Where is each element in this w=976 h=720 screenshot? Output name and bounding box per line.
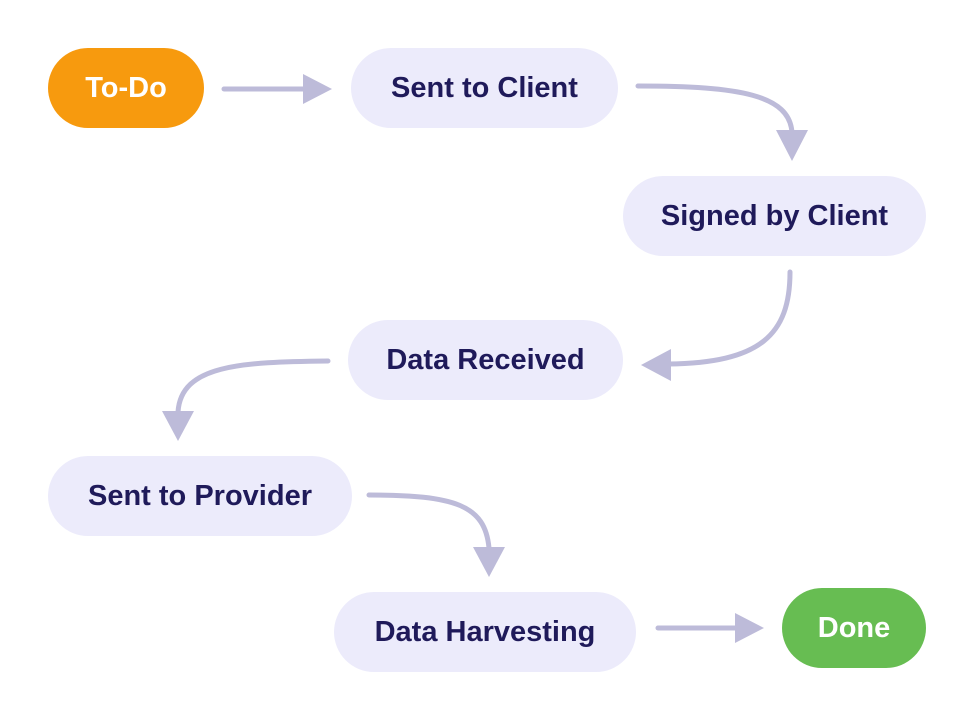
edge-signed-by-client-to-data-received <box>641 269 793 381</box>
node-label: Data Received <box>386 343 585 376</box>
node-label: Signed by Client <box>660 199 889 232</box>
edge-data-received-to-sent-to-provider <box>162 358 331 441</box>
node-label: Sent to Client <box>391 71 578 104</box>
edge-todo-to-sent-to-client <box>221 74 332 104</box>
node-label: Sent to Provider <box>88 479 312 512</box>
node-label: Done <box>817 611 891 644</box>
node-data-harvesting: Data Harvesting <box>334 592 636 672</box>
node-data-received: Data Received <box>348 320 623 400</box>
edge-sent-to-client-to-signed-by-client <box>635 83 808 161</box>
node-to-do: To-Do <box>48 48 204 128</box>
node-label: Data Harvesting <box>374 615 596 648</box>
node-label: To-Do <box>85 71 167 104</box>
edge-data-harvesting-to-done <box>655 613 764 643</box>
node-sent-to-provider: Sent to Provider <box>48 456 352 536</box>
node-done: Done <box>782 588 926 668</box>
node-sent-to-client: Sent to Client <box>351 48 618 128</box>
edge-sent-to-provider-to-data-harvesting <box>366 492 505 577</box>
node-signed-by-client: Signed by Client <box>623 176 926 256</box>
